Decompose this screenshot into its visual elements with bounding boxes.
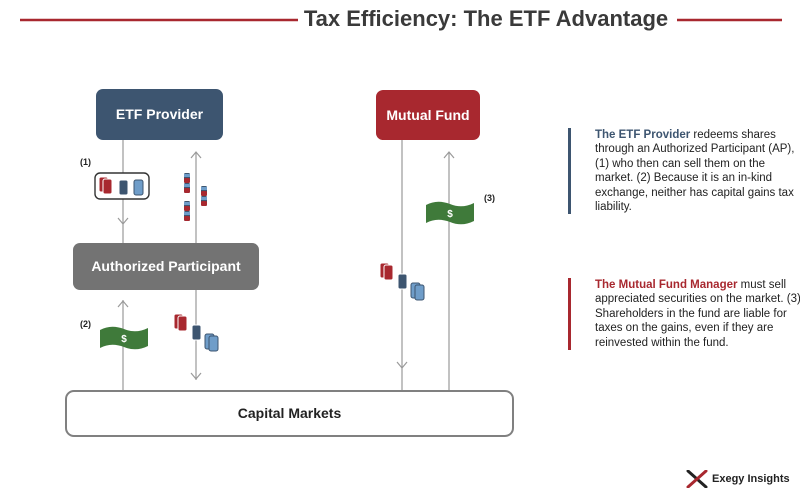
- capital-markets-node: Capital Markets: [65, 390, 514, 437]
- ap-to-etf-arrowhead: [190, 151, 202, 159]
- marker-2: (2): [80, 319, 91, 329]
- authorized-participant-node: Authorized Participant: [73, 243, 259, 290]
- marker-1: (1): [80, 157, 91, 167]
- etf-explanation: The ETF Provider redeems shares through …: [568, 128, 800, 215]
- etf-to-ap-arrowhead: [117, 217, 129, 225]
- money-bill-fund-symbol: $: [447, 209, 453, 220]
- mutual-fund-explanation-highlight: The Mutual Fund Manager: [595, 279, 738, 291]
- money-bill-ap-symbol: $: [121, 334, 127, 345]
- brand-name: Exegy Insights: [712, 473, 790, 485]
- mutual-fund-node: Mutual Fund: [376, 90, 480, 140]
- brand-logo-icon: [686, 470, 708, 488]
- market-to-ap-arrowhead: [117, 300, 129, 308]
- market-to-fund-arrowhead: [443, 151, 455, 159]
- etf-explanation-text: redeems shares through an Authorized Par…: [595, 129, 795, 214]
- mutual-fund-explanation: The Mutual Fund Manager must sell apprec…: [568, 278, 800, 351]
- etf-explanation-highlight: The ETF Provider: [595, 129, 691, 141]
- fund-to-market-arrowhead: [396, 361, 408, 369]
- etf-provider-node: ETF Provider: [96, 89, 223, 140]
- ap-to-market-arrowhead: [190, 372, 202, 380]
- page-title: Tax Efficiency: The ETF Advantage: [303, 6, 669, 31]
- brand-footer: Exegy Insights: [686, 470, 790, 488]
- mutual-fund-explanation-text: must sell appreciated securities on the …: [595, 279, 800, 349]
- marker-3: (3): [484, 193, 495, 203]
- share-bundle-1: [98, 176, 144, 196]
